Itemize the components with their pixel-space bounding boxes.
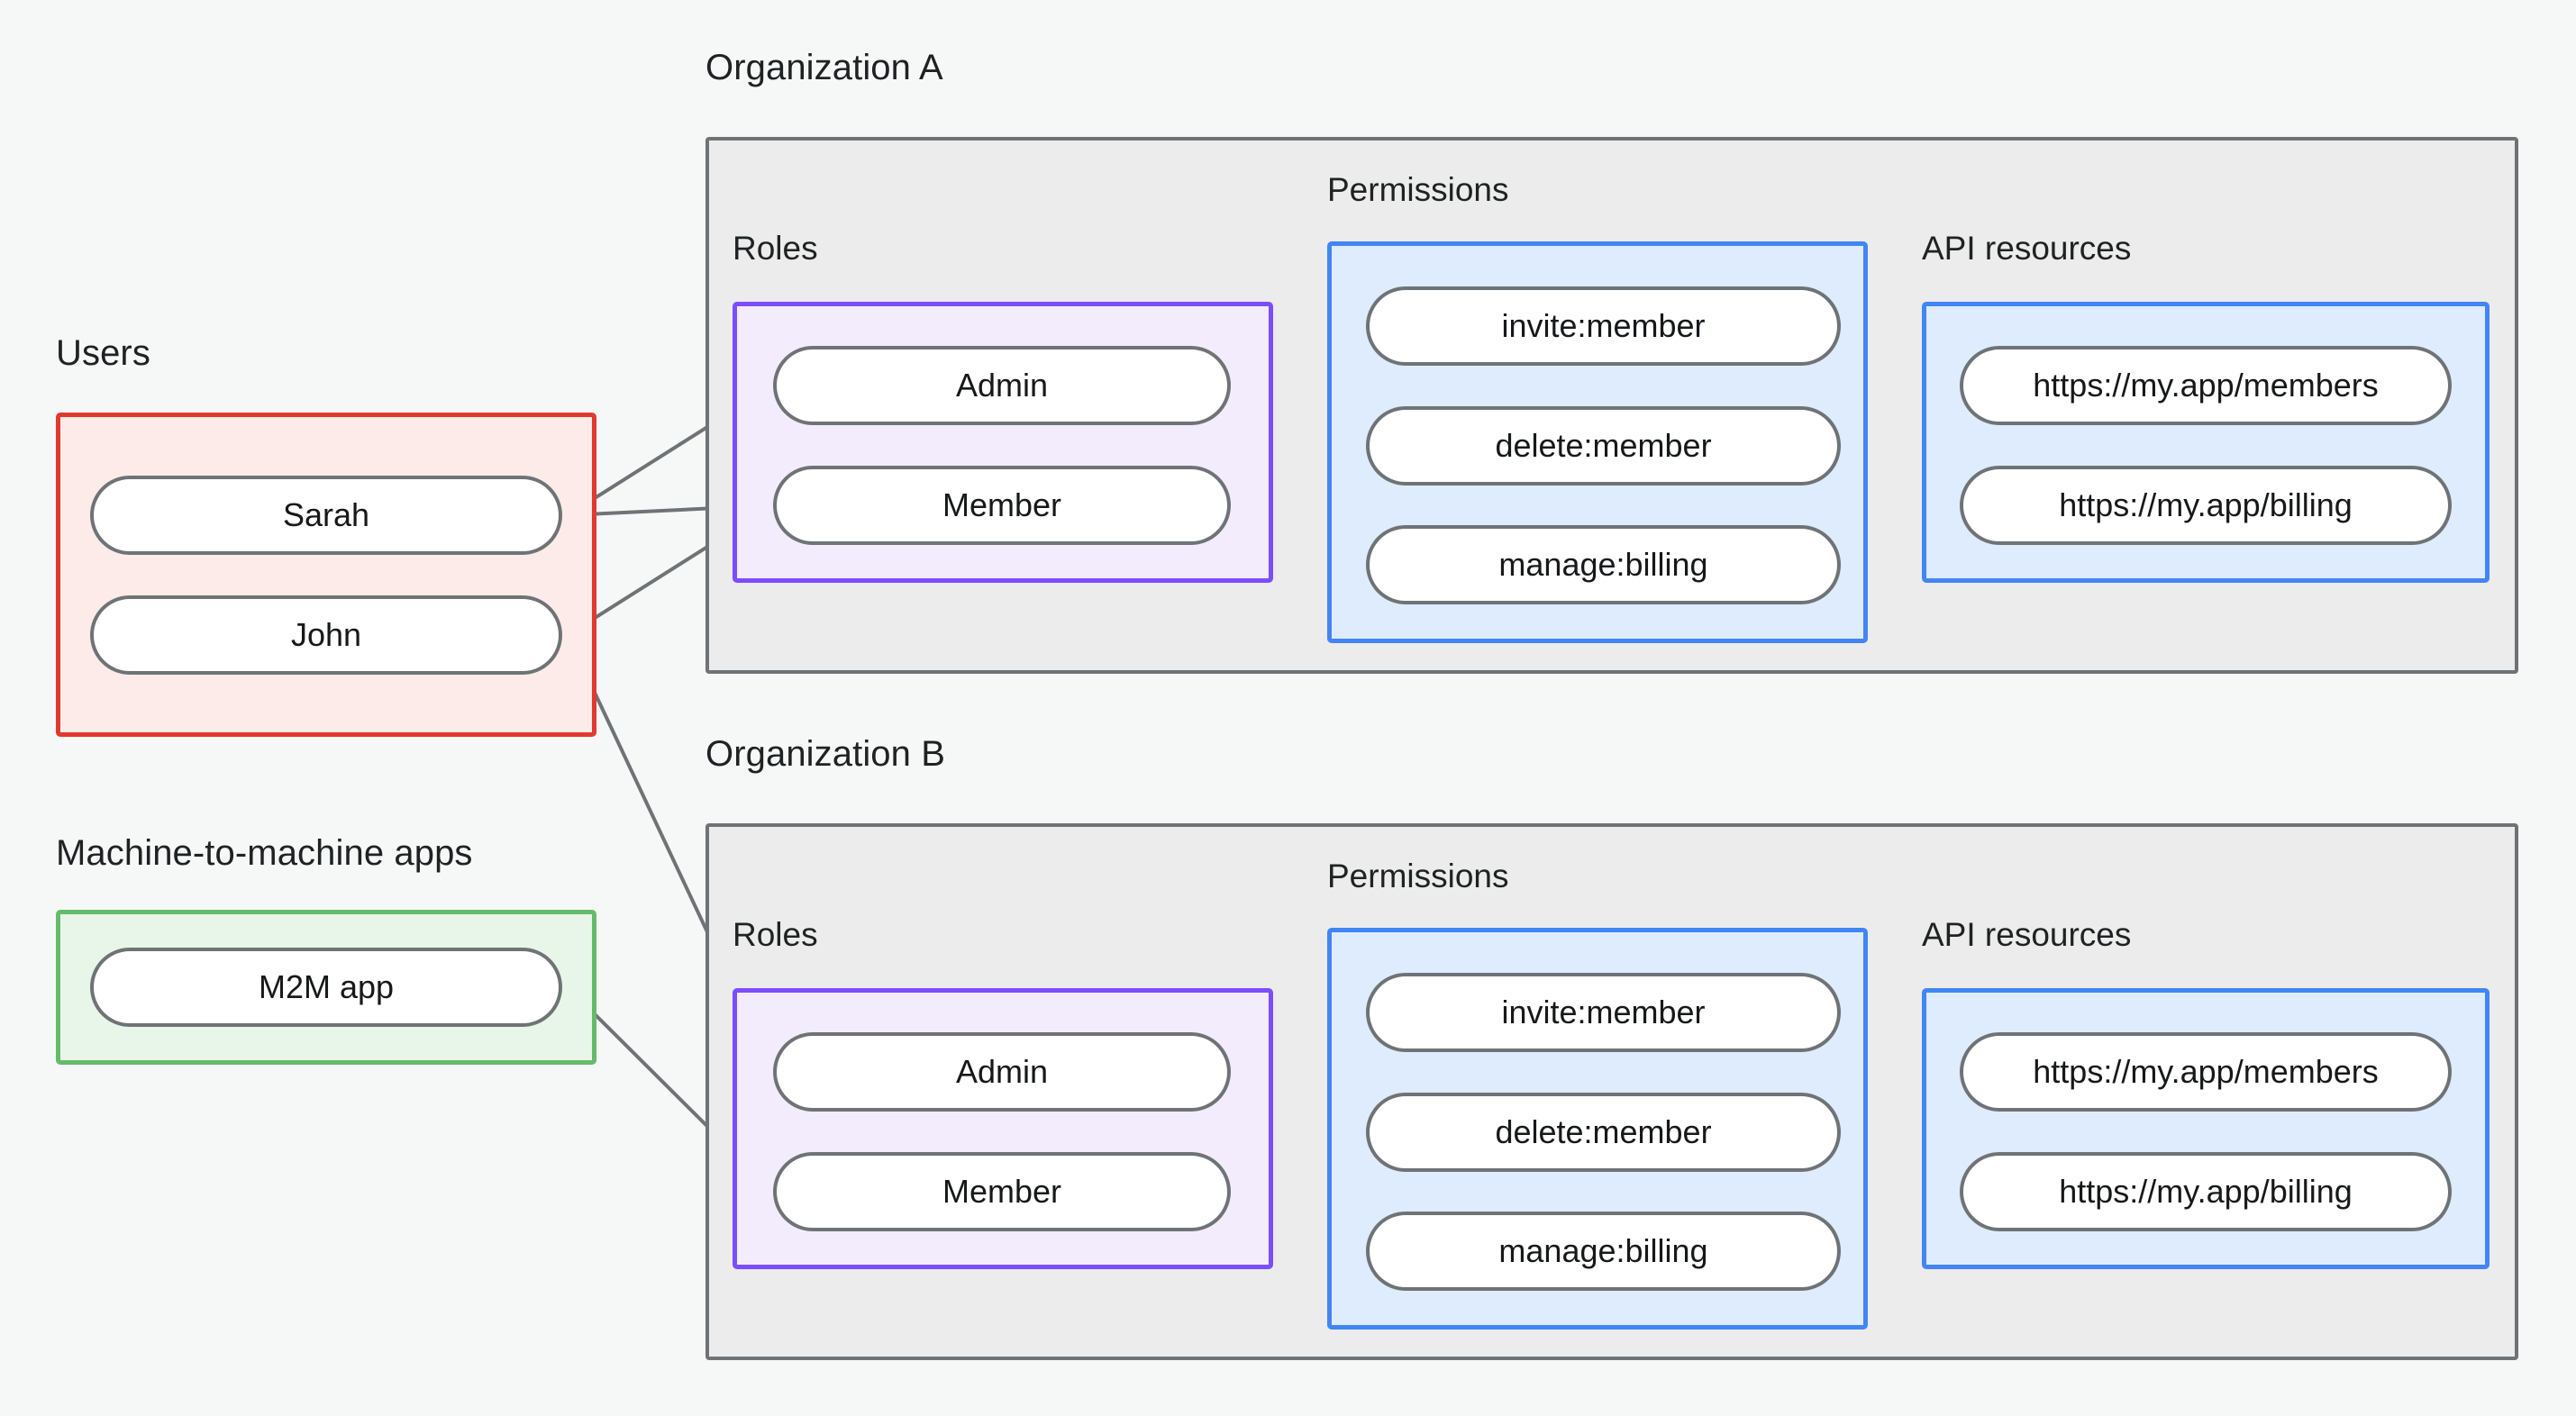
orgA-api-resources-label: API resources — [1922, 230, 2132, 267]
orgA-role-member-label: Member — [942, 486, 1062, 523]
orgB-permission-invite-member-label: invite:member — [1501, 994, 1706, 1030]
user-node-john-label: John — [290, 616, 362, 653]
orgA-permission-invite-member[interactable]: invite:member — [1366, 286, 1841, 366]
orgA-api-resource-members-label: https://my.app/members — [2033, 367, 2379, 404]
orgA-api-resource-members[interactable]: https://my.app/members — [1960, 346, 2452, 425]
orgB-api-resource-billing-label: https://my.app/billing — [2059, 1173, 2353, 1210]
user-node-sarah-label: Sarah — [282, 496, 370, 533]
user-node-john[interactable]: John — [90, 595, 562, 675]
orgB-permission-delete-member[interactable]: delete:member — [1366, 1093, 1841, 1172]
orgB-role-admin[interactable]: Admin — [773, 1032, 1231, 1112]
orgB-permission-manage-billing-label: manage:billing — [1498, 1232, 1708, 1269]
orgB-permissions-label: Permissions — [1327, 858, 1509, 894]
orgA-roles-label: Roles — [733, 230, 818, 267]
organization-a-label: Organization A — [705, 48, 943, 87]
users-group-label: Users — [56, 333, 150, 373]
orgA-role-member[interactable]: Member — [773, 466, 1231, 545]
orgB-permission-manage-billing[interactable]: manage:billing — [1366, 1212, 1841, 1291]
orgA-role-admin[interactable]: Admin — [773, 346, 1231, 425]
orgA-permission-invite-member-label: invite:member — [1501, 307, 1706, 344]
orgB-permission-delete-member-label: delete:member — [1495, 1113, 1712, 1150]
orgB-api-resource-members-label: https://my.app/members — [2033, 1053, 2379, 1090]
user-node-sarah[interactable]: Sarah — [90, 476, 562, 555]
orgA-permission-delete-member[interactable]: delete:member — [1366, 406, 1841, 486]
orgA-role-admin-label: Admin — [955, 367, 1049, 404]
orgA-api-resource-billing-label: https://my.app/billing — [2059, 486, 2353, 523]
orgB-api-resources-label: API resources — [1922, 916, 2132, 953]
orgA-permission-manage-billing[interactable]: manage:billing — [1366, 525, 1841, 604]
m2m-group-label: Machine-to-machine apps — [56, 833, 473, 873]
orgB-permission-invite-member[interactable]: invite:member — [1366, 973, 1841, 1052]
orgA-api-resource-billing[interactable]: https://my.app/billing — [1960, 466, 2452, 545]
orgA-permission-manage-billing-label: manage:billing — [1498, 546, 1708, 583]
orgB-role-member-label: Member — [942, 1173, 1062, 1210]
m2m-node-app-label: M2M app — [258, 968, 395, 1005]
organization-b-label: Organization B — [705, 734, 945, 774]
orgB-roles-label: Roles — [733, 916, 818, 953]
orgB-role-admin-label: Admin — [955, 1053, 1049, 1090]
users-container — [56, 413, 596, 737]
orgB-api-resource-billing[interactable]: https://my.app/billing — [1960, 1152, 2452, 1231]
orgB-api-resource-members[interactable]: https://my.app/members — [1960, 1032, 2452, 1112]
orgA-permission-delete-member-label: delete:member — [1495, 427, 1712, 464]
orgB-role-member[interactable]: Member — [773, 1152, 1231, 1231]
orgA-permissions-label: Permissions — [1327, 171, 1509, 208]
m2m-node-app[interactable]: M2M app — [90, 948, 562, 1027]
